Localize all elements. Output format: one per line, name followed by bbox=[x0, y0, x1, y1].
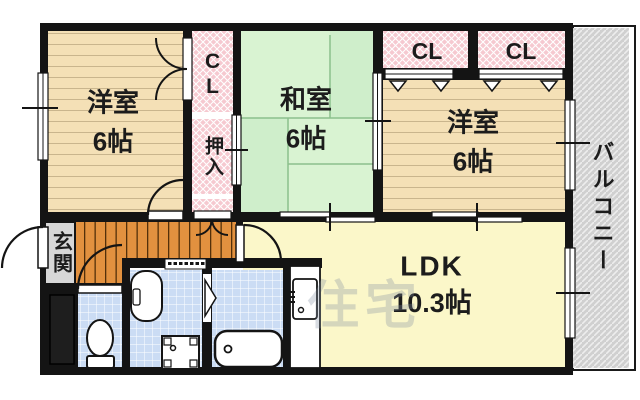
hallway-closet bbox=[192, 199, 233, 212]
tatami-room-size: 6帖 bbox=[285, 123, 327, 154]
hallway-floor bbox=[48, 222, 236, 258]
watermark: 住宅 bbox=[306, 277, 424, 336]
balcony-label: バルコニー bbox=[589, 140, 615, 276]
bathtub bbox=[213, 329, 284, 369]
hallway-closet-door-arcs bbox=[195, 218, 229, 236]
hallway-closet-track bbox=[193, 210, 232, 220]
entrance-door-arc bbox=[0, 225, 44, 269]
oshiire-label: 押入 bbox=[201, 136, 223, 178]
hallway-floor-lower bbox=[75, 258, 122, 285]
closet-north-left-label: CL bbox=[411, 37, 443, 64]
closet-north-right-label: CL bbox=[505, 37, 537, 64]
east-ldk-slider-a bbox=[431, 211, 479, 218]
balcony-floor bbox=[573, 28, 629, 368]
tatami-room-floor bbox=[240, 31, 373, 212]
ldk-door-leaf bbox=[235, 224, 245, 263]
east-ldk-slider-b bbox=[475, 216, 523, 223]
east-room-name: 洋室 bbox=[446, 107, 500, 138]
toilet-tank bbox=[86, 355, 115, 369]
closet-door-triangles bbox=[388, 80, 559, 93]
bath-folding-door bbox=[203, 274, 217, 322]
oshiire-closet bbox=[192, 119, 233, 194]
tatami-lines bbox=[240, 35, 373, 212]
bathtub-drain bbox=[223, 344, 233, 354]
washbasin bbox=[130, 270, 163, 322]
dimension-ticks bbox=[22, 107, 590, 294]
sink-drain bbox=[297, 306, 305, 314]
tatami-ldk-slider-b bbox=[325, 216, 376, 223]
west-room-door-arc bbox=[146, 178, 184, 216]
toilet-bowl bbox=[86, 319, 114, 357]
closet-west-double-door-arcs bbox=[155, 37, 188, 101]
genkan-label: 玄関 bbox=[49, 231, 72, 275]
kitchen-faucet bbox=[284, 291, 295, 303]
ldk-size: 10.3帖 bbox=[392, 287, 472, 318]
closet-north-right bbox=[477, 31, 565, 70]
west-room-name: 洋室 bbox=[86, 87, 140, 118]
entrance-door-leaf bbox=[37, 226, 49, 269]
west-room-door-leaf bbox=[147, 210, 184, 221]
washroom-accordion-door bbox=[164, 258, 207, 270]
closet-west bbox=[192, 31, 233, 112]
toilet-door-leaf bbox=[77, 284, 123, 294]
balcony-area bbox=[572, 25, 636, 371]
hinged-doors bbox=[0, 37, 283, 294]
east-room-floor bbox=[383, 80, 565, 212]
ldk-door-arc bbox=[243, 223, 283, 263]
tatami-room-name: 和室 bbox=[279, 84, 333, 115]
closet-north-left bbox=[383, 31, 468, 70]
fixtures bbox=[86, 265, 321, 370]
pipe-shaft bbox=[49, 294, 75, 365]
west-room-floor bbox=[48, 31, 183, 212]
tatami-ldk-slider-a bbox=[279, 211, 331, 218]
east-room-size: 6帖 bbox=[452, 146, 494, 177]
toilet-door-arc bbox=[76, 243, 123, 290]
closet-west-label: CL bbox=[201, 50, 225, 100]
west-room-size: 6帖 bbox=[92, 126, 134, 157]
ldk-name: LDK bbox=[400, 250, 464, 282]
